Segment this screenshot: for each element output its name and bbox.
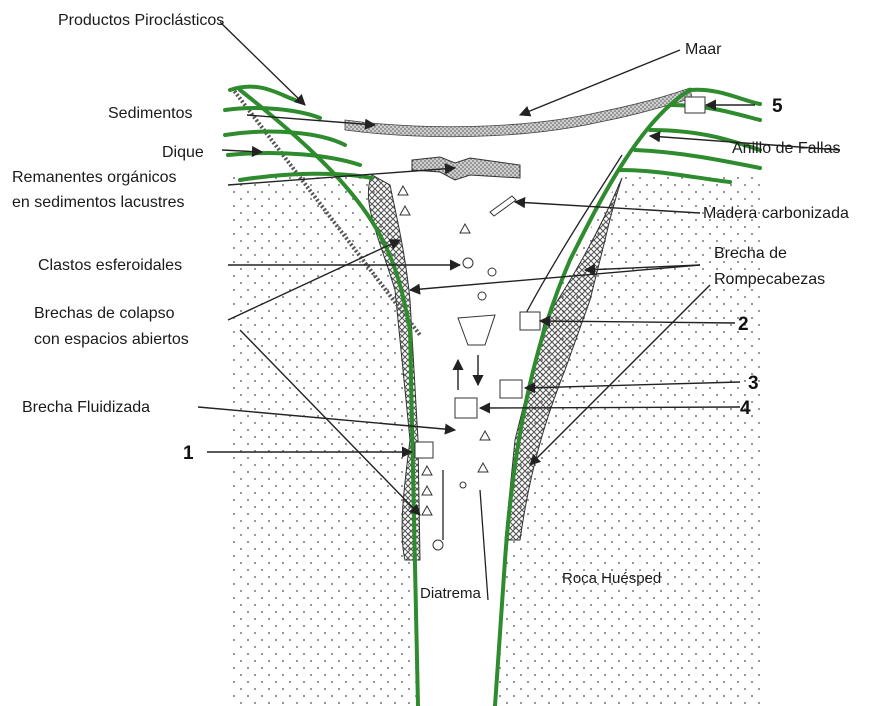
pyroclast-left-3 xyxy=(225,132,345,145)
label-clastos: Clastos esferoidales xyxy=(38,257,182,274)
label-remanentes-1: Remanentes orgánicos xyxy=(12,169,177,186)
label-diatrema: Diatrema xyxy=(420,585,482,602)
label-brecha-rompe-1: Brecha de xyxy=(714,245,787,262)
label-productos-piroclasticos: Productos Piroclásticos xyxy=(58,12,224,29)
organic-remnants xyxy=(412,157,520,180)
charred-wood xyxy=(490,196,516,216)
label-sedimentos: Sedimentos xyxy=(108,105,193,122)
label-brecha-rompe-2: Rompecabezas xyxy=(714,271,825,288)
label-brecha-fluidizada: Brecha Fluidizada xyxy=(22,399,150,416)
number-5: 5 xyxy=(772,96,783,117)
label-brechas-colapso-2: con espacios abiertos xyxy=(34,331,189,348)
number-4: 4 xyxy=(740,398,751,419)
label-maar: Maar xyxy=(685,41,722,58)
label-roca-huesped: Roca Huésped xyxy=(562,570,661,587)
number-3: 3 xyxy=(748,373,759,394)
label-remanentes-2: en sedimentos lacustres xyxy=(12,194,185,211)
number-1: 1 xyxy=(183,443,194,464)
pyroclast-right-2 xyxy=(670,105,760,120)
label-anillo-fallas: Anillo de Fallas xyxy=(732,140,841,157)
maar-surface xyxy=(345,88,692,137)
label-dique: Dique xyxy=(162,144,204,161)
label-brechas-colapso-1: Brechas de colapso xyxy=(34,305,175,322)
number-2: 2 xyxy=(738,314,749,335)
pyroclast-left-4 xyxy=(228,153,360,165)
label-madera: Madera carbonizada xyxy=(703,205,849,222)
